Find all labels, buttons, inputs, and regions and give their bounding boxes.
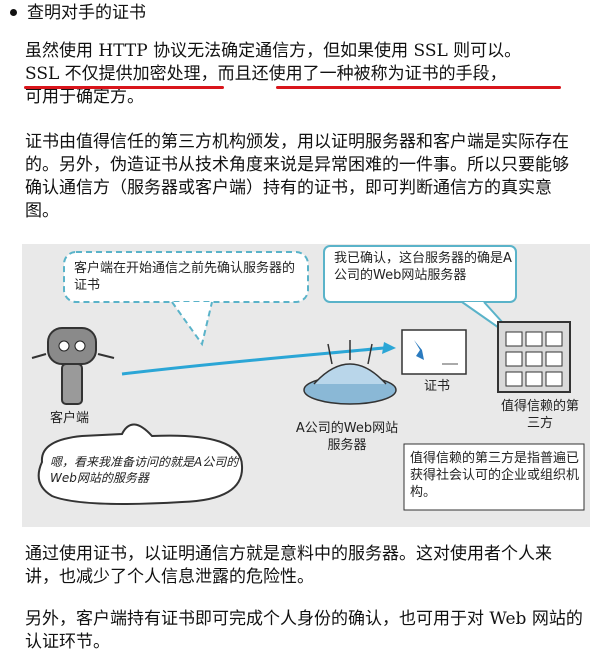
paragraph-certificate: 证书由值得信任的第三方机构颁发，用以证明服务器和客户端是实际存在的。另外，伪造证…: [25, 132, 569, 221]
third-party-note-box: [403, 443, 585, 511]
third-party-note-text: 值得信赖的第三方是指普遍已获得社会认可的企业或组织机构。: [410, 451, 580, 500]
heading-text: 查明对手的证书: [27, 3, 146, 23]
illustration-drawing: [31, 245, 585, 511]
certificate-icon: [401, 329, 467, 375]
para1-line1: 虽然使用 HTTP 协议无法确定通信方，但如果使用 SSL 则可以。: [25, 41, 522, 61]
thought-text: 嗯，看来我准备访问的就是A公司的Web网站的服务器: [50, 455, 239, 485]
robot-body-icon: [61, 363, 83, 405]
para1-line2: SSL 不仅提供加密处理，而且还使用了一种被称为证书的手段，: [25, 64, 507, 84]
client-bubble-text: 客户端在开始通信之前先确认服务器的证书: [74, 261, 296, 293]
thought-bubble: [37, 423, 244, 505]
paragraph-client-auth: 另外，客户端持有证书即可完成个人身份的确认，也可用于对 Web 网站的认证环节。: [25, 609, 583, 652]
paragraph-server-proof: 通过使用证书，以证明通信方就是意料中的服务器。这对使用者个人来讲，也减少了个人信…: [25, 544, 552, 587]
client-label: 客户端: [50, 411, 90, 426]
robot-head-icon: [47, 327, 97, 365]
bullet-icon: [10, 8, 17, 16]
third-party-label: 值得信赖的第三方: [500, 399, 579, 431]
connection-arrow: [121, 346, 385, 376]
third-party-speech-bubble: [323, 245, 517, 303]
section-heading: 查明对手的证书: [8, 2, 146, 24]
client-bubble-tail: [171, 301, 213, 347]
certificate-label: 证书: [424, 379, 451, 394]
highlight-underline-right: [276, 86, 561, 89]
server-label: A公司的Web网站服务器: [295, 421, 399, 453]
certificate-illustration: 客户端在开始通信之前先确认服务器的证书 我已确认，这台服务器的确是A公司的Web…: [22, 244, 590, 527]
third-party-bubble-text: 我已确认，这台服务器的确是A公司的Web网站服务器: [334, 251, 512, 283]
paragraph-ssl-intro: 虽然使用 HTTP 协议无法确定通信方，但如果使用 SSL 则可以。 SSL 不…: [25, 40, 585, 109]
highlight-underline-left: [24, 86, 224, 89]
para1-line3: 可用于确定方。: [25, 87, 144, 107]
